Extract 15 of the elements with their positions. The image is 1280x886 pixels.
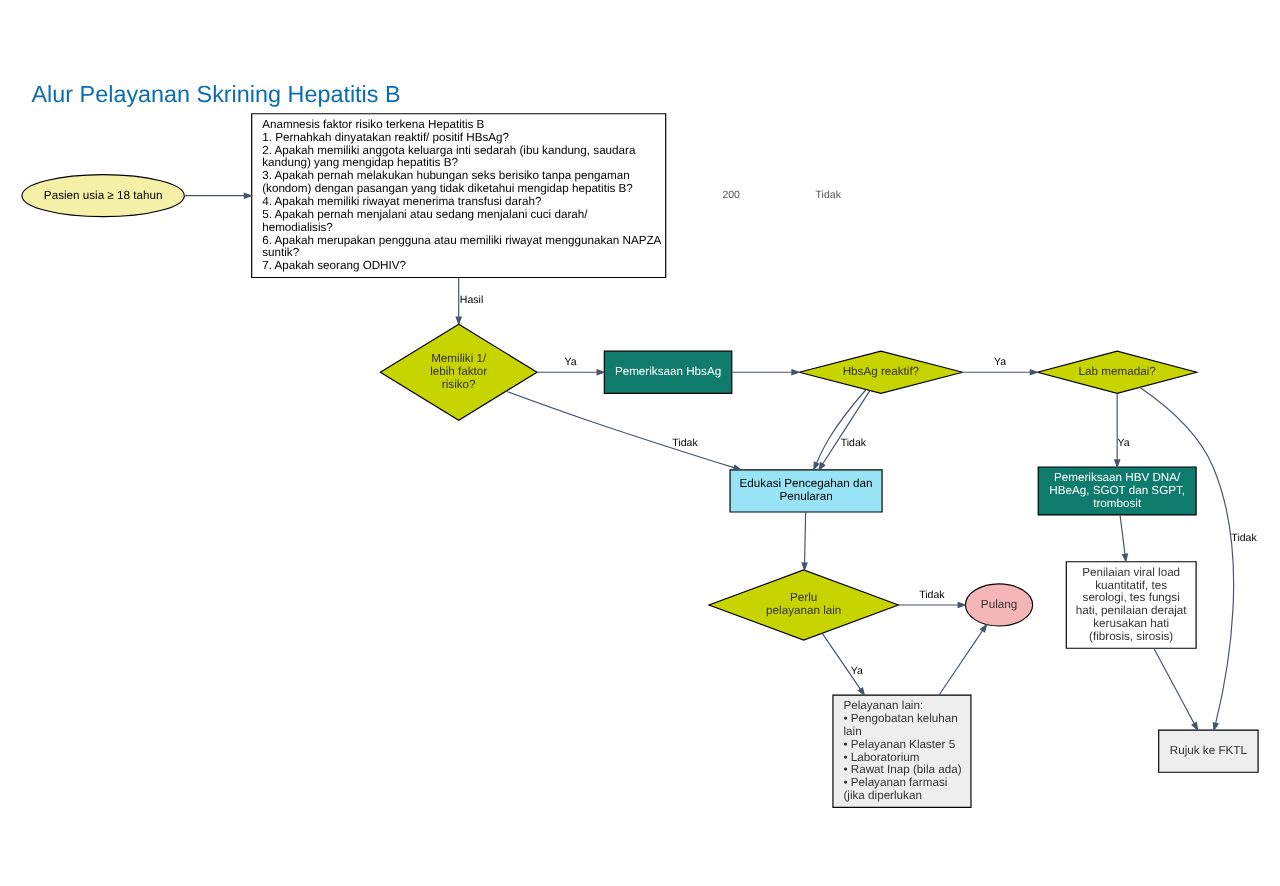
arrow — [801, 511, 808, 572]
arrow — [1119, 514, 1129, 564]
arrow — [897, 601, 967, 609]
arrow — [1153, 647, 1199, 732]
arrow — [821, 632, 866, 697]
arrow — [183, 192, 254, 199]
arrow — [536, 368, 606, 376]
arrow — [455, 277, 462, 326]
arrow — [1113, 393, 1121, 469]
arrow — [505, 390, 743, 471]
arrow — [1139, 386, 1235, 732]
arrow — [731, 368, 801, 376]
arrow — [938, 623, 988, 696]
arrow — [962, 368, 1040, 376]
diagram-title: Alur Pelayanan Skrining Hepatitis B — [31, 82, 401, 109]
